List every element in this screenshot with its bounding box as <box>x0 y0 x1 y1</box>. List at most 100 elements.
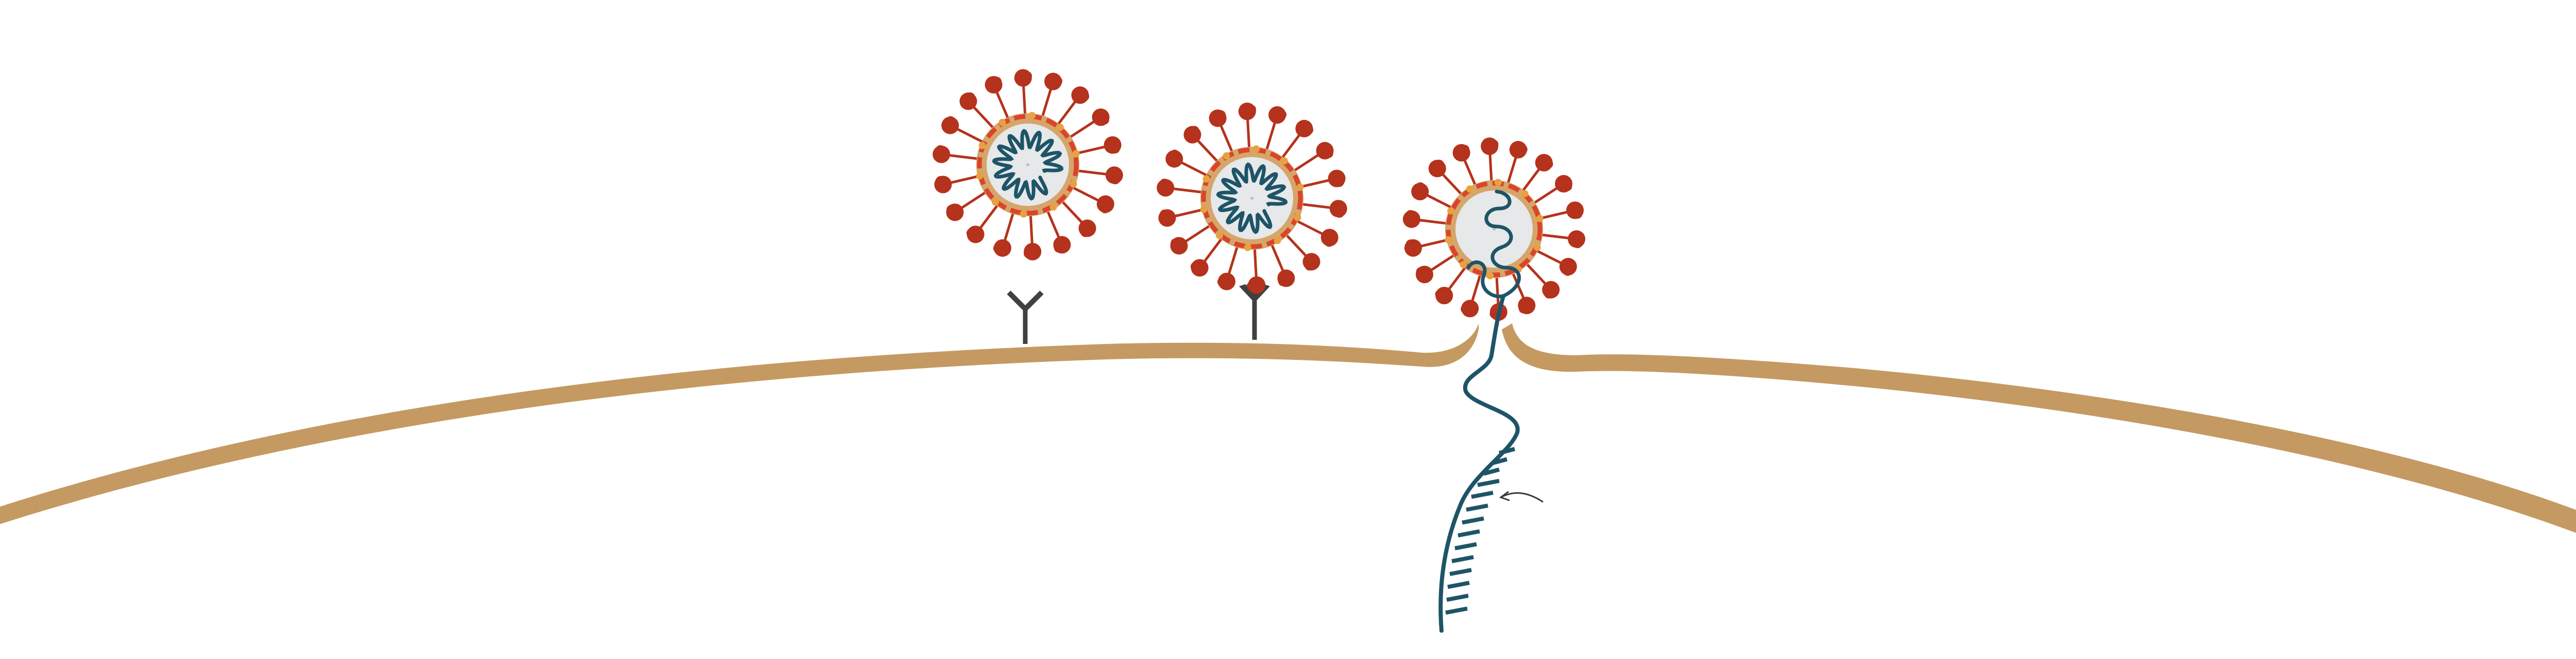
spike-lobe <box>1190 126 1199 135</box>
spike-lobe <box>1434 160 1444 169</box>
spike-stalk <box>1041 88 1053 118</box>
spike-stalk <box>1246 118 1251 150</box>
spike-lobe <box>992 77 1002 86</box>
spike-lobe <box>936 176 945 185</box>
spike-stalk <box>1535 249 1563 265</box>
spike-stalk <box>1060 199 1083 224</box>
spike-stalk <box>1253 247 1258 278</box>
spike-lobe <box>1518 304 1528 314</box>
envelope-protein <box>1049 203 1057 211</box>
spike-stalk <box>1300 202 1332 210</box>
spike-lobe <box>1335 208 1345 218</box>
envelope-protein <box>1223 152 1230 160</box>
envelope-ring <box>977 114 1079 216</box>
spike-lobe <box>1160 209 1170 219</box>
spike-lobe <box>1518 145 1528 154</box>
envelope-protein <box>1028 112 1036 119</box>
spike-stalk <box>948 153 979 161</box>
rna-rung <box>1445 606 1468 615</box>
spike-stalk <box>1227 245 1239 275</box>
envelope-protein <box>1494 179 1502 186</box>
envelope-protein <box>1202 175 1210 183</box>
virus-particle-fusing <box>1402 137 1586 321</box>
envelope-protein <box>1280 157 1288 165</box>
rna-rung <box>1490 457 1508 465</box>
spike-stalk <box>1076 169 1108 176</box>
spike-stalk <box>1495 275 1500 305</box>
spike-lobe <box>1461 304 1470 314</box>
spike-stalk <box>1524 262 1547 286</box>
spike-lobe <box>1080 92 1090 101</box>
spike-stalk <box>1420 238 1449 248</box>
spike-stalk <box>960 190 988 210</box>
envelope-protein <box>976 172 984 180</box>
spike-lobe <box>1435 289 1445 299</box>
spike-stalk <box>1022 85 1027 116</box>
envelope-protein <box>1447 207 1455 215</box>
envelope-protein <box>998 118 1006 126</box>
spike-stalk <box>972 106 995 130</box>
spike-lobe <box>1324 237 1334 247</box>
spike-lobe <box>946 205 956 215</box>
envelope-protein <box>978 142 986 149</box>
spike-stalk <box>1003 211 1015 242</box>
cell-membrane-right <box>1502 323 2576 533</box>
spike-lobe <box>1334 178 1344 187</box>
spike-stalk <box>950 175 981 184</box>
spike-stalk <box>1280 133 1301 160</box>
spike-stalk <box>1418 218 1448 225</box>
envelope-protein <box>1460 261 1467 268</box>
spike-lobe <box>1544 159 1553 169</box>
viral-rna-strand <box>1438 189 1521 633</box>
spike-lobe <box>1246 105 1256 114</box>
spike-lobe <box>1416 267 1426 276</box>
rna-rung <box>1498 447 1516 455</box>
spike-stalk <box>1463 159 1477 187</box>
spike-lobe <box>1110 144 1120 154</box>
viral-rna-coiled <box>992 129 1064 201</box>
spike-stalk <box>1056 100 1077 127</box>
envelope-protein <box>1252 145 1260 153</box>
spike-stalk <box>1270 242 1285 272</box>
spike-stalk <box>956 127 985 144</box>
rna-rung <box>1454 542 1477 550</box>
cell-membrane-left <box>0 323 1479 524</box>
spike-lobe <box>1405 239 1415 249</box>
spike-lobe <box>1080 228 1090 237</box>
rna-rung <box>1447 581 1470 589</box>
rna-rung <box>1466 504 1488 512</box>
envelope-ring <box>1201 147 1303 249</box>
envelope-protein <box>1072 150 1080 158</box>
spike-lobe <box>1563 182 1572 192</box>
spike-stalk <box>1441 172 1464 196</box>
spike-lobe <box>1159 179 1169 188</box>
rna-strand <box>1438 294 1520 633</box>
virus-particle-free <box>933 69 1123 261</box>
spike-lobe <box>1217 277 1227 287</box>
spike-stalk <box>978 203 999 230</box>
rna-rung <box>1451 555 1474 563</box>
spike-stalk <box>1426 194 1453 210</box>
envelope-protein <box>1274 237 1281 245</box>
spike-stalk <box>1470 273 1482 302</box>
spike-stalk <box>1071 185 1100 202</box>
spike-stalk <box>1180 161 1209 178</box>
spike-lobe <box>1324 148 1333 158</box>
spike-lobe <box>1170 149 1180 159</box>
envelope-protein <box>1244 244 1251 251</box>
spike-stalk <box>1447 265 1467 291</box>
spike-lobe <box>1573 239 1583 249</box>
envelope-protein <box>992 198 999 206</box>
spike-stalk <box>1295 219 1324 236</box>
spike-stalk <box>1299 179 1330 188</box>
spike-lobe <box>1416 182 1426 192</box>
receptor-arms <box>1007 290 1044 313</box>
spike-lobe <box>1054 243 1063 253</box>
envelope-protein <box>1533 244 1541 251</box>
spike-lobe <box>1405 210 1415 219</box>
spike-stalk <box>1540 233 1570 240</box>
spike-lobe <box>966 228 976 238</box>
spike-stalk <box>995 91 1010 120</box>
spike-lobe <box>1278 276 1287 286</box>
